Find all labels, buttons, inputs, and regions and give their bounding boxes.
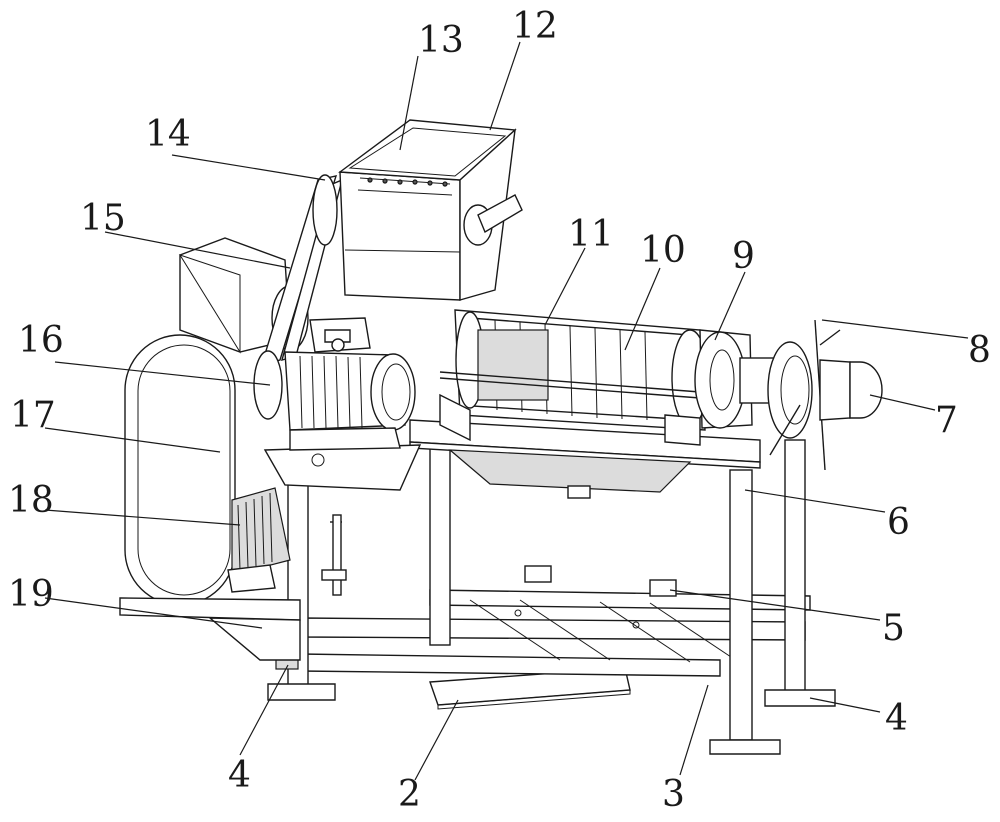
label-4-left: 4 xyxy=(228,755,251,796)
hand-wheel xyxy=(767,319,841,471)
label-19: 19 xyxy=(8,574,54,615)
label-16: 16 xyxy=(18,320,64,361)
drive-motor xyxy=(263,317,422,491)
label-8: 8 xyxy=(968,330,991,371)
label-10: 10 xyxy=(640,230,686,271)
screw-press xyxy=(439,309,776,446)
label-17: 17 xyxy=(10,395,56,436)
label-6: 6 xyxy=(887,502,910,543)
label-15: 15 xyxy=(80,198,126,239)
guide-rails xyxy=(321,514,347,596)
label-12: 12 xyxy=(512,6,558,47)
label-13: 13 xyxy=(418,20,464,61)
discharge-cone xyxy=(819,359,883,421)
label-4-right: 4 xyxy=(885,698,908,739)
label-7: 7 xyxy=(935,400,958,441)
label-18: 18 xyxy=(8,480,54,521)
label-14: 14 xyxy=(145,114,191,155)
feed-hopper xyxy=(338,119,523,301)
label-9: 9 xyxy=(732,236,755,277)
leader-lines xyxy=(44,41,969,781)
label-11: 11 xyxy=(568,214,614,255)
label-3: 3 xyxy=(662,774,685,815)
fan-cover xyxy=(231,487,291,576)
callout-labels: 2 3 4 4 5 6 7 8 9 10 11 12 13 14 15 16 1… xyxy=(8,6,991,815)
label-5: 5 xyxy=(882,608,905,649)
label-2: 2 xyxy=(398,774,421,815)
